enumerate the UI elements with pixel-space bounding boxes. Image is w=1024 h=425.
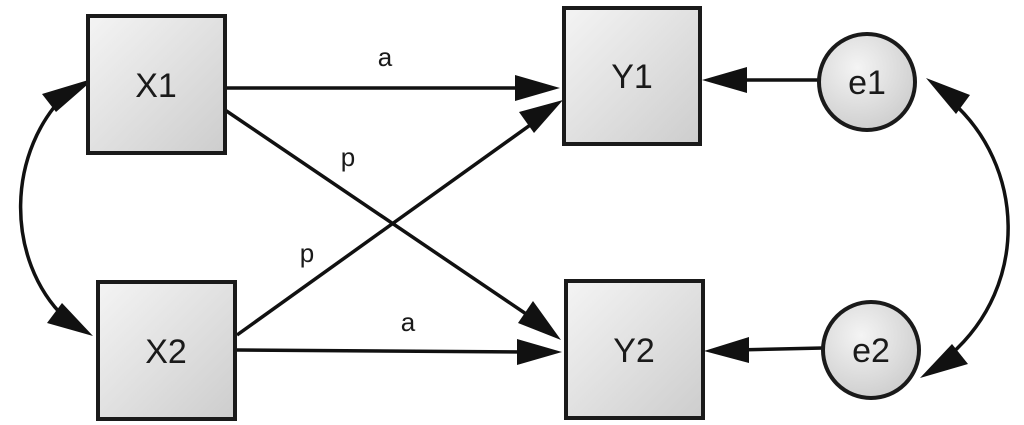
path-label-x2-y2: a — [401, 307, 416, 337]
node-y1-label: Y1 — [611, 58, 653, 96]
path-e2-y2 — [704, 337, 824, 363]
arrowhead-icon — [920, 344, 968, 378]
path-label-x1-y1: a — [378, 42, 393, 72]
arrowhead-icon — [42, 78, 95, 112]
path-x2-y2 — [236, 339, 562, 365]
path-x1-y2 — [224, 108, 561, 340]
arrowhead-icon — [518, 301, 561, 340]
node-y2-label: Y2 — [613, 332, 655, 370]
arrowhead-icon — [926, 78, 970, 114]
path-x2-y1 — [235, 100, 563, 337]
node-e1-label: e1 — [848, 64, 886, 102]
node-x2: X2 — [96, 280, 237, 421]
node-e2: e2 — [821, 300, 921, 400]
node-x2-label: X2 — [145, 333, 187, 371]
path-e1-y1 — [702, 67, 818, 93]
covariance-e1-e2 — [920, 78, 1010, 378]
arrowhead-icon — [704, 337, 749, 363]
node-e2-label: e2 — [852, 332, 890, 370]
path-x1-y1 — [227, 75, 560, 101]
node-x1: X1 — [86, 14, 227, 155]
node-y2: Y2 — [564, 279, 705, 420]
arrowhead-icon — [517, 339, 562, 365]
node-y1: Y1 — [562, 6, 702, 146]
node-x1-label: X1 — [135, 67, 177, 105]
path-label-x2-y1: p — [300, 238, 314, 268]
arrowhead-icon — [47, 303, 93, 336]
covariance-x1-x2 — [18, 78, 95, 336]
arrowhead-icon — [515, 75, 560, 101]
arrowhead-icon — [519, 100, 563, 133]
path-label-x1-y2: p — [341, 142, 355, 172]
arrowhead-icon — [702, 67, 747, 93]
node-e1: e1 — [817, 32, 917, 132]
